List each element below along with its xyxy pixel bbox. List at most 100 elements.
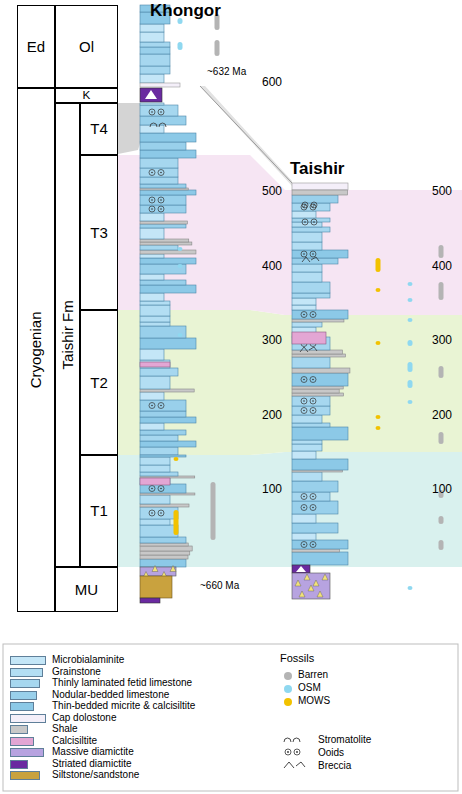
lithology-swatch [10, 656, 46, 665]
ooid-symbol [312, 253, 314, 255]
fossil-occurrence [408, 318, 413, 322]
ooid-symbol [160, 405, 162, 407]
legend-frame [3, 644, 458, 791]
ooid-symbol [310, 505, 316, 511]
bed [140, 555, 188, 559]
bed [140, 205, 186, 213]
fossil-occurrence [376, 288, 381, 292]
bed [140, 188, 188, 190]
bed [140, 88, 162, 102]
stratigraphic-unit-cell: MU [55, 567, 118, 612]
ooid-symbol [312, 379, 314, 381]
bed [292, 322, 322, 327]
bed [292, 190, 348, 195]
bed [140, 150, 196, 158]
ooid-symbol [151, 488, 153, 490]
bed [140, 322, 170, 326]
bed [292, 357, 330, 368]
ooid-symbol [160, 172, 162, 174]
bed [140, 417, 196, 423]
bed [292, 565, 310, 573]
bed [292, 549, 340, 552]
ooid-symbol [149, 197, 155, 203]
bed [292, 242, 322, 250]
diamictite-clast [152, 566, 158, 572]
ooid-symbol [151, 208, 153, 210]
stromatolite-symbol [284, 738, 291, 742]
scale-number: 400 [432, 260, 452, 273]
ooid-symbol [151, 172, 153, 174]
bed [140, 465, 170, 472]
legend-text: Striated diamictite [52, 758, 131, 769]
bed [140, 301, 170, 305]
unit-name: Taishir Fm [60, 300, 76, 369]
bed [140, 576, 172, 598]
bed [140, 423, 164, 430]
scale-number: 100 [262, 483, 282, 496]
fossil-occurrence [408, 586, 413, 590]
bed [292, 514, 316, 523]
bed [140, 213, 164, 221]
ooid-symbol [149, 170, 155, 176]
ooid-symbol [151, 512, 153, 514]
stratigraphic-unit-cell: T3 [80, 155, 118, 310]
bed [140, 478, 170, 485]
diamictite-clast [295, 580, 301, 586]
bed [292, 444, 322, 451]
scale-number: 100 [432, 483, 452, 496]
bed [292, 332, 326, 344]
fossil-occurrence [174, 457, 179, 461]
ooid-symbol [160, 208, 162, 210]
ooid-symbol [301, 408, 307, 414]
legend-text: OSM [298, 682, 321, 693]
legend-text: Siltstone/sandstone [52, 769, 139, 780]
fossil-occurrence [408, 298, 413, 302]
bed [140, 224, 186, 228]
bed [140, 190, 196, 195]
bed [292, 396, 330, 406]
bed [140, 551, 190, 555]
legend-text: Shale [52, 723, 78, 734]
bed [140, 105, 178, 116]
bed [292, 232, 322, 242]
diamictite-clast [170, 566, 176, 572]
bed [140, 184, 186, 188]
bed [140, 537, 186, 543]
bed [140, 392, 164, 400]
fossil-occurrence [376, 258, 381, 272]
stratigraphic-unit-cell: K [55, 88, 118, 103]
scale-number: 600 [262, 76, 282, 89]
ooid-symbol [296, 751, 298, 753]
fossil-occurrence [178, 333, 183, 337]
fossil-occurrence [408, 380, 413, 388]
lithology-swatch [10, 668, 43, 677]
bed [292, 389, 339, 393]
bed [292, 459, 348, 470]
diamictite-clast [296, 566, 306, 572]
fossil-occurrence [211, 482, 216, 540]
fossil-occurrence [376, 341, 381, 345]
bed [140, 254, 164, 258]
ooid-symbol [303, 496, 305, 498]
ooid-symbol [312, 496, 314, 498]
stromatolite-symbol [150, 123, 157, 127]
bed [140, 507, 178, 519]
bed [140, 250, 196, 254]
bed [140, 74, 164, 83]
fossil-occurrence [178, 247, 183, 251]
unit-name: Ed [27, 39, 45, 55]
correlation-band [118, 310, 462, 455]
ooid-symbol [313, 204, 315, 206]
ooid-symbol [160, 512, 162, 514]
fossil-occurrence [439, 282, 444, 300]
bed [292, 427, 348, 440]
bed [140, 525, 178, 537]
ooid-symbol [149, 403, 155, 409]
ooid-symbol [302, 219, 308, 225]
bed [140, 274, 164, 280]
bed [140, 519, 170, 525]
bed [140, 495, 170, 504]
bed [292, 472, 322, 481]
bed [292, 492, 330, 501]
